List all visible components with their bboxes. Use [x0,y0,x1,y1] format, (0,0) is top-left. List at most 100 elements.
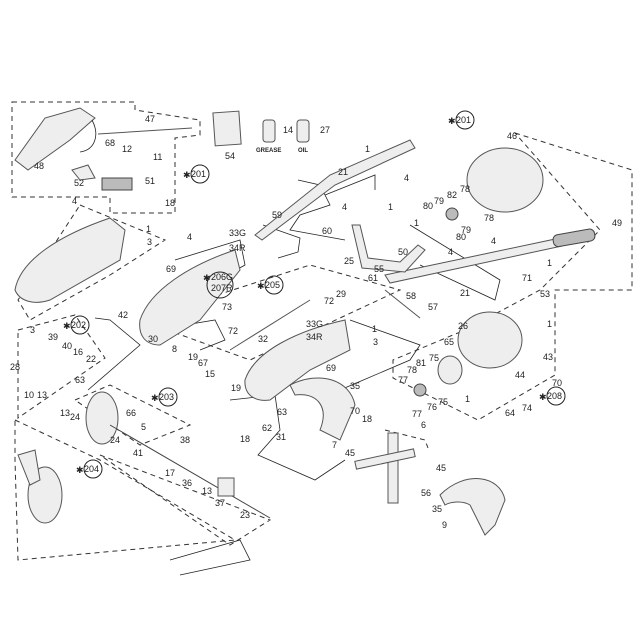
grip-49 [552,228,596,248]
callout-number: 76 [427,402,437,412]
callout-number: 31 [276,432,286,442]
callout-number: 51 [145,176,155,186]
callout-number: 69 [166,264,176,274]
callout-number: 34R [229,243,246,253]
callout-number: 22 [86,354,96,364]
axle [109,424,271,519]
callout-number: 12 [122,144,132,154]
callout-number: 28 [10,362,20,372]
shaft-upper [254,139,416,241]
callout-number: 37 [215,498,225,508]
housing-33g [139,249,241,346]
leader-box [184,319,226,351]
callout-number: 3 [147,237,152,247]
callout-number: 50 [398,247,408,257]
callout-number: 1 [146,224,151,234]
oil-label: OIL [298,148,308,154]
callout-number: 75 [438,397,448,407]
callout-number: 39 [48,332,58,342]
callout-number: 26 [458,321,468,331]
callout-number: 38 [180,435,190,445]
callout-number: 78 [484,213,494,223]
leader-box [409,224,501,301]
assembly-ref-number: 207R [211,283,233,293]
assembly-ref-circle [264,275,284,295]
assembly-ref-circle [546,386,566,406]
callout-number: 61 [368,273,378,283]
callout-number: 43 [543,352,553,362]
assembly-ref-number: 202 [71,320,86,330]
callout-number: 32 [258,334,268,344]
callout-number: 66 [126,408,136,418]
asterisk-icon: ✱ [76,465,84,475]
callout-number: 3 [30,325,35,335]
wire-68 [79,119,97,153]
shaft-57 [384,289,421,319]
callout-number: 55 [374,264,384,274]
blade-6-vertical [387,432,399,504]
leader-box [169,539,251,576]
assembly-ref-circle [83,459,103,479]
callout-number: 33G [229,228,246,238]
group-205-outline [138,264,402,361]
callout-number: 41 [133,448,143,458]
callout-number: 10 [24,390,34,400]
callout-number: 4 [404,173,409,183]
asterisk-icon: ✱ [203,273,211,283]
callout-number: 58 [406,291,416,301]
callout-number: 27 [320,125,330,135]
callout-number: 60 [322,226,332,236]
leader-box [289,179,346,241]
callout-number: 71 [522,273,532,283]
trigger-52 [71,164,96,181]
housing-206g [14,217,126,303]
callout-number: 74 [522,403,532,413]
assembly-ref-number: 203 [159,392,174,402]
callout-number: 78 [460,184,470,194]
callout-number: 42 [118,310,128,320]
callout-number: 19 [231,383,241,393]
callout-number: 62 [262,423,272,433]
handle-50 [351,224,426,273]
blade-6-horizontal [354,448,416,470]
callout-number: 45 [436,463,446,473]
callout-number: 45 [345,448,355,458]
callout-number: 80 [423,201,433,211]
callout-number: 70 [552,378,562,388]
callout-number: 18 [165,198,175,208]
group-208-outline [392,131,633,421]
callout-number: 1 [365,144,370,154]
handle-48 [14,107,96,171]
callout-number: 80 [456,232,466,242]
callout-number: 23 [240,510,250,520]
shaft-32 [229,299,311,351]
assembly-ref-number: 208 [547,391,562,401]
callout-number: 49 [612,218,622,228]
asterisk-icon: ✱ [257,281,265,291]
callout-number: 40 [62,341,72,351]
callout-number: 14 [283,125,293,135]
callout-number: 46 [507,131,517,141]
callout-number: 77 [398,375,408,385]
callout-number: 30 [148,334,158,344]
callout-number: 63 [277,407,287,417]
callout-number: 68 [105,138,115,148]
callout-number: 4 [491,236,496,246]
grease-label: GREASE [256,148,281,154]
callout-number: 57 [428,302,438,312]
callout-number: 1 [547,319,552,329]
callout-number: 48 [34,161,44,171]
callout-number: 11 [153,152,162,162]
housing-33g-right [244,319,351,401]
callout-number: 24 [70,412,80,422]
assembly-ref-circle [455,110,475,130]
assembly-ref-number: 205 [265,280,280,290]
assembly-ref-circle [158,387,178,407]
callout-number: 64 [505,408,515,418]
callout-number: 4 [187,232,192,242]
callout-number: 25 [344,256,354,266]
blade-guard-35 [289,377,356,441]
callout-number: 36 [182,478,192,488]
callout-number: 59 [272,210,282,220]
callout-number: 18 [240,434,250,444]
